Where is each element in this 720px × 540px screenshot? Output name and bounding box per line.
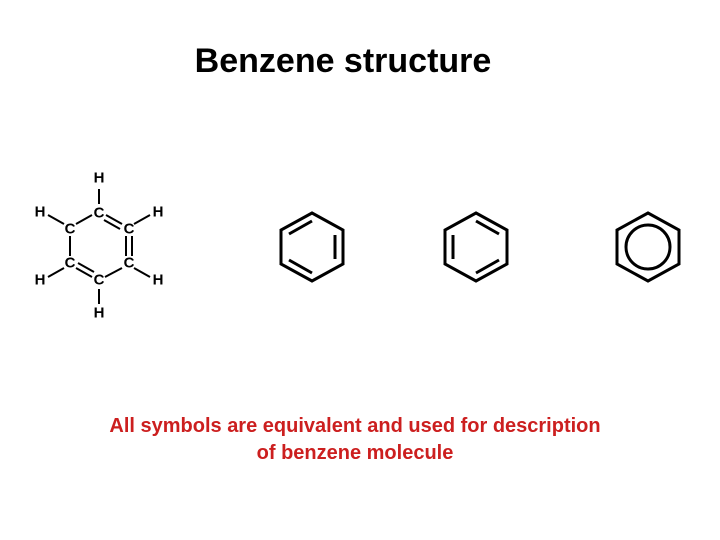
hexagon-ring [279,211,345,283]
inner-double-bond-upper-left [288,219,313,236]
bond-ch-upper-left [47,214,65,225]
atom-h-upper-right: H [153,204,164,221]
kekule-skeletal-symbol-1 [279,211,345,283]
atom-h-lower-left: H [35,272,46,289]
atom-c-top: C [94,205,105,222]
inner-double-bond-lower-right [475,258,500,275]
bond-c1-c2-double-a [105,214,123,225]
atom-h-lower-right: H [153,272,164,289]
atom-h-bottom: H [94,305,105,322]
slide-title: Benzene structure [194,42,492,80]
caption-line-2: of benzene molecule [256,442,454,464]
atom-labels: C C C C C C H H H H H H [35,170,164,322]
caption: All symbols are equivalent and used for … [0,413,710,467]
kekule-skeletal-symbol-2 [443,211,509,283]
atom-h-upper-left: H [35,204,46,221]
bond-c6-c1 [75,214,93,225]
atom-c-upper-right: C [124,221,135,238]
bond-c4-c5-b [77,262,95,273]
bond-ch-lower-right [133,267,151,278]
bond-ch-lower-left [47,267,65,278]
inner-circle [624,223,672,271]
atom-c-bottom: C [94,272,105,289]
bond-c4-c5-a [75,267,93,278]
kekule-structural-formula [47,189,151,304]
bond-c3-c4 [104,267,123,278]
inner-double-bond-bottom [288,258,313,275]
atom-c-lower-right: C [124,255,135,272]
bond-ch-upper-right [133,214,151,225]
hexagon-ring [443,211,509,283]
atom-c-upper-left: C [65,221,76,238]
atom-h-top: H [94,170,105,187]
delocalized-ring-symbol [615,211,681,283]
inner-double-bond-upper-right [475,219,500,236]
caption-line-1: All symbols are equivalent and used for … [109,415,601,437]
hexagon-ring [615,211,681,283]
bond-c1-c2-double-b [103,219,121,230]
atom-c-lower-left: C [65,255,76,272]
